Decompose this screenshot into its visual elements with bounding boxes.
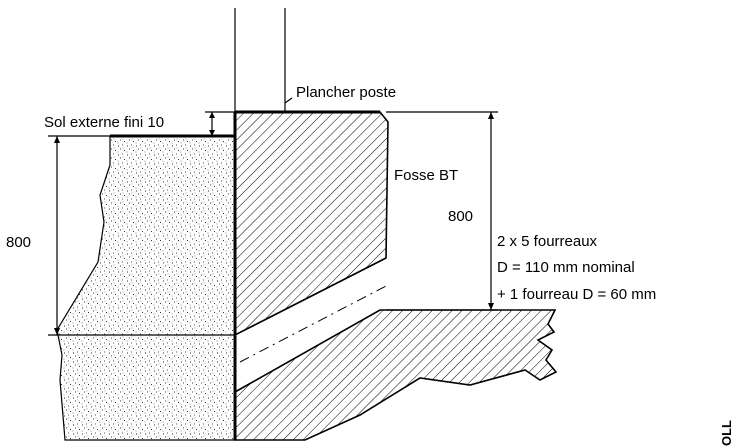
side-mark: OLL	[719, 420, 734, 446]
label-fourreaux-3: + 1 fourreau D = 60 mm	[497, 286, 656, 303]
dim-10-arrow-bottom	[209, 130, 215, 136]
label-plancher-poste: Plancher poste	[296, 84, 396, 101]
duct-lower-edge	[234, 309, 381, 393]
label-dim-left: 800	[6, 234, 31, 251]
dim-left-arrow-top	[54, 136, 60, 143]
label-dim-right: 800	[448, 208, 473, 225]
label-sol-externe: Sol externe fini 10	[44, 114, 164, 131]
concrete-wall	[234, 111, 389, 337]
floor-label-leader	[284, 97, 293, 104]
label-fourreaux-2: D = 110 mm nominal	[497, 259, 635, 276]
dim-left-arrow-bottom	[54, 328, 60, 335]
external-soil	[56, 135, 236, 441]
label-fourreaux-1: 2 x 5 fourreaux	[497, 233, 598, 250]
duct-upper-edge	[234, 257, 387, 336]
duct-centerline	[239, 284, 389, 363]
dim-right-arrow-bottom	[488, 303, 494, 310]
dim-10-arrow-top	[209, 112, 215, 118]
concrete-base	[234, 309, 558, 441]
label-fosse-bt: Fosse BT	[394, 167, 458, 184]
dim-right-arrow-top	[488, 112, 494, 119]
